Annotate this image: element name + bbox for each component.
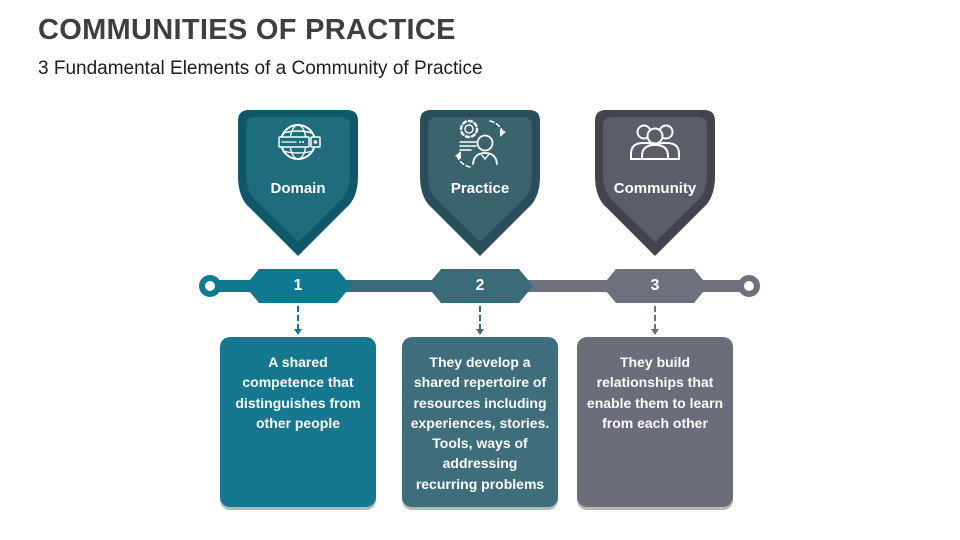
shield-badge-domain: [238, 110, 358, 256]
timeline-end-cap: [738, 275, 760, 297]
shield-label-practice: Practice: [450, 180, 510, 197]
page-title: COMMUNITIES OF PRACTICE: [38, 14, 456, 46]
connector-arrow-3: [651, 329, 659, 335]
timeline-node-1: 1: [245, 269, 351, 303]
connector-dashed-line-3: [654, 306, 656, 330]
connector-dashed-line-1: [297, 306, 299, 330]
timeline-segment-1: [210, 280, 254, 292]
description-box-domain: A shared competence that distinguishes f…: [220, 337, 376, 507]
shield-label-community: Community: [613, 180, 697, 197]
description-text-domain: A shared competence that distinguishes f…: [235, 354, 361, 431]
description-box-practice: They develop a shared repertoire of reso…: [402, 337, 558, 507]
timeline-node-3: 3: [602, 269, 708, 303]
timeline-node-2: 2: [427, 269, 533, 303]
page-subtitle: 3 Fundamental Elements of a Community of…: [38, 58, 483, 79]
connector-arrow-1: [294, 329, 302, 335]
people-group-icon: [627, 116, 683, 172]
shield-badge-community: [595, 110, 715, 256]
node-number-3: 3: [650, 277, 660, 294]
connector-arrow-2: [476, 329, 484, 335]
node-number-2: 2: [475, 277, 485, 294]
shield-badge-practice: [420, 110, 540, 256]
shield-label-domain: Domain: [270, 180, 326, 197]
timeline-segment-2: [346, 280, 432, 292]
timeline-segment-4: [702, 280, 748, 292]
description-box-community: They build relationships that enable the…: [577, 337, 733, 507]
timeline-segment-3: [528, 280, 608, 292]
globe-domain-icon: [270, 116, 326, 172]
description-text-community: They build relationships that enable the…: [586, 354, 724, 431]
timeline-start-cap: [199, 275, 221, 297]
connector-dashed-line-2: [479, 306, 481, 330]
node-number-1: 1: [293, 277, 303, 294]
description-text-practice: They develop a shared repertoire of reso…: [410, 354, 550, 492]
gear-process-person-icon: [452, 116, 508, 172]
